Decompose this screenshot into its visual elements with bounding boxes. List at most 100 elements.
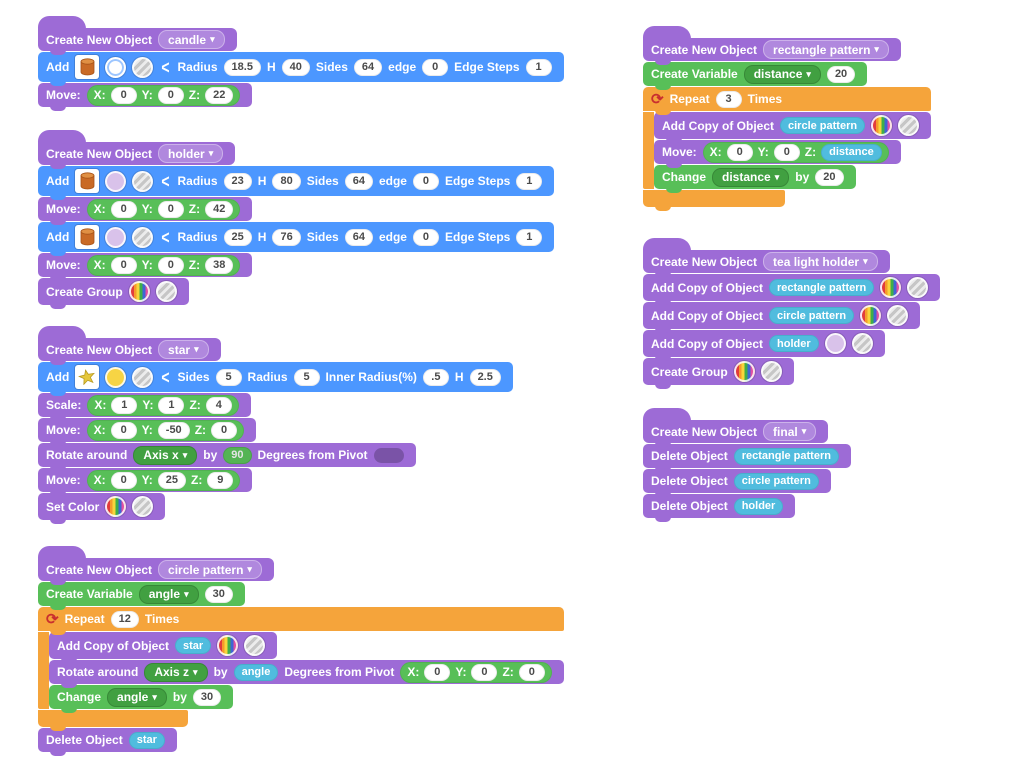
y-input[interactable]: 0 — [157, 200, 184, 218]
move-block[interactable]: Move: X:0 Y:25 Z:9 — [38, 468, 253, 496]
angle-variable-ref[interactable]: angle — [233, 663, 279, 681]
z-input[interactable]: 0 — [211, 421, 238, 439]
shape-picker[interactable] — [75, 169, 100, 193]
object-name-dropdown[interactable]: star▾ — [158, 340, 209, 359]
add-shape-block[interactable]: Add < Radius 18.5 H 40 Sides 64 edge 0 E… — [38, 52, 564, 86]
object-ref[interactable]: circle pattern — [733, 472, 819, 490]
y-input[interactable]: 1 — [158, 396, 185, 414]
change-variable-block[interactable]: Change distance▾ by 20 — [654, 165, 856, 193]
sides-input[interactable]: 5 — [215, 368, 242, 386]
z-input[interactable]: 0 — [518, 663, 545, 681]
change-value-input[interactable]: 20 — [815, 168, 844, 186]
x-input[interactable]: 0 — [110, 200, 137, 218]
repeat-header[interactable]: ⟳ Repeat 12 Times — [38, 607, 564, 635]
color-picker[interactable] — [105, 496, 127, 517]
object-name-dropdown[interactable]: holder▾ — [158, 144, 224, 163]
height-input[interactable]: 76 — [272, 228, 301, 246]
y-input[interactable]: 0 — [471, 663, 498, 681]
color-picker[interactable] — [105, 56, 127, 78]
color-picker[interactable] — [128, 281, 150, 302]
add-shape-block[interactable]: Add < Radius 23 H 80 Sides 64 edge 0 Edg… — [38, 166, 555, 200]
create-new-object-block[interactable]: Create New Object circle pattern▾ — [38, 558, 274, 585]
object-ref[interactable]: circle pattern — [780, 117, 866, 134]
variable-dropdown[interactable]: distance▾ — [743, 64, 821, 84]
z-input[interactable]: 22 — [205, 86, 234, 104]
object-ref[interactable]: rectangle pattern — [733, 447, 839, 465]
x-input[interactable]: 0 — [110, 86, 137, 104]
color-picker[interactable] — [880, 277, 902, 298]
x-input[interactable]: 1 — [111, 396, 138, 414]
add-copy-block[interactable]: Add Copy of Object holder — [643, 330, 885, 361]
radius-input[interactable]: 25 — [223, 228, 252, 246]
z-variable-ref[interactable]: distance — [821, 143, 882, 161]
collapse-chevron-icon[interactable]: < — [161, 170, 170, 192]
collapse-chevron-icon[interactable]: < — [161, 366, 170, 388]
texture-picker[interactable] — [851, 333, 873, 354]
collapse-chevron-icon[interactable]: < — [161, 56, 170, 78]
texture-picker[interactable] — [898, 115, 920, 136]
create-new-object-block[interactable]: Create New Object holder▾ — [38, 142, 236, 169]
texture-picker[interactable] — [132, 170, 154, 192]
z-input[interactable]: 4 — [205, 396, 232, 414]
color-picker[interactable] — [860, 305, 882, 326]
x-input[interactable]: 0 — [424, 663, 451, 681]
collapse-chevron-icon[interactable]: < — [161, 226, 170, 248]
x-input[interactable]: 0 — [110, 471, 137, 489]
texture-picker[interactable] — [132, 226, 154, 248]
radius-input[interactable]: 5 — [293, 368, 320, 386]
create-new-object-block[interactable]: Create New Object candle▾ — [38, 28, 237, 55]
object-ref[interactable]: rectangle pattern — [769, 279, 875, 296]
add-copy-block[interactable]: Add Copy of Object rectangle pattern — [643, 274, 941, 305]
texture-picker[interactable] — [132, 56, 154, 78]
add-copy-block[interactable]: Add Copy of Object circle pattern — [643, 302, 921, 333]
color-picker[interactable] — [105, 226, 127, 248]
object-name-dropdown[interactable]: circle pattern▾ — [158, 560, 262, 579]
texture-picker[interactable] — [760, 361, 782, 382]
inner-radius-input[interactable]: .5 — [422, 368, 449, 386]
radius-input[interactable]: 18.5 — [223, 58, 261, 76]
object-name-dropdown[interactable]: tea light holder▾ — [763, 252, 878, 271]
variable-dropdown[interactable]: angle▾ — [107, 687, 167, 707]
object-name-dropdown[interactable]: rectangle pattern▾ — [763, 40, 889, 59]
height-input[interactable]: 40 — [281, 58, 310, 76]
sides-input[interactable]: 64 — [344, 172, 373, 190]
add-shape-block[interactable]: Add < Sides 5 Radius 5 Inner Radius(%) .… — [38, 362, 513, 396]
variable-value-input[interactable]: 20 — [826, 65, 856, 83]
create-variable-block[interactable]: Create Variable distance▾ 20 — [643, 62, 868, 90]
object-ref[interactable]: circle pattern — [769, 307, 855, 324]
edge-input[interactable]: 0 — [422, 58, 449, 76]
y-input[interactable]: -50 — [157, 421, 190, 439]
change-variable-block[interactable]: Change angle▾ by 30 — [49, 685, 234, 713]
y-input[interactable]: 0 — [157, 86, 184, 104]
repeat-count-input[interactable]: 12 — [110, 610, 139, 628]
color-picker[interactable] — [105, 170, 127, 192]
shape-picker[interactable] — [75, 55, 100, 79]
sides-input[interactable]: 64 — [344, 228, 373, 246]
rotate-block[interactable]: Rotate around Axis z▾ by angle Degrees f… — [49, 660, 564, 688]
object-ref[interactable]: holder — [769, 335, 819, 352]
texture-picker[interactable] — [132, 366, 154, 388]
repeat-footer[interactable] — [38, 710, 188, 731]
texture-picker[interactable] — [132, 496, 154, 517]
add-shape-block[interactable]: Add < Radius 25 H 76 Sides 64 edge 0 Edg… — [38, 222, 555, 256]
z-input[interactable]: 9 — [207, 471, 234, 489]
move-block[interactable]: Move: X:0 Y:0 Z:42 — [38, 197, 253, 225]
object-name-dropdown[interactable]: final▾ — [763, 422, 817, 441]
shape-picker[interactable] — [75, 365, 100, 389]
shape-picker[interactable] — [75, 225, 100, 249]
axis-dropdown[interactable]: Axis z▾ — [144, 662, 208, 682]
set-color-block[interactable]: Set Color — [38, 493, 166, 524]
axis-dropdown[interactable]: Axis x▾ — [133, 445, 198, 465]
height-input[interactable]: 80 — [272, 172, 301, 190]
scale-block[interactable]: Scale: X:1 Y:1 Z:4 — [38, 393, 251, 421]
x-input[interactable]: 0 — [110, 256, 137, 274]
repeat-footer[interactable] — [643, 190, 785, 211]
variable-dropdown[interactable]: distance▾ — [712, 167, 790, 187]
repeat-count-input[interactable]: 3 — [715, 90, 742, 108]
create-variable-block[interactable]: Create Variable angle▾ 30 — [38, 582, 245, 610]
angle-input[interactable]: 90 — [223, 446, 252, 464]
sides-input[interactable]: 64 — [353, 58, 383, 76]
create-group-block[interactable]: Create Group — [643, 358, 794, 389]
z-input[interactable]: 38 — [205, 256, 234, 274]
texture-picker[interactable] — [155, 281, 177, 302]
